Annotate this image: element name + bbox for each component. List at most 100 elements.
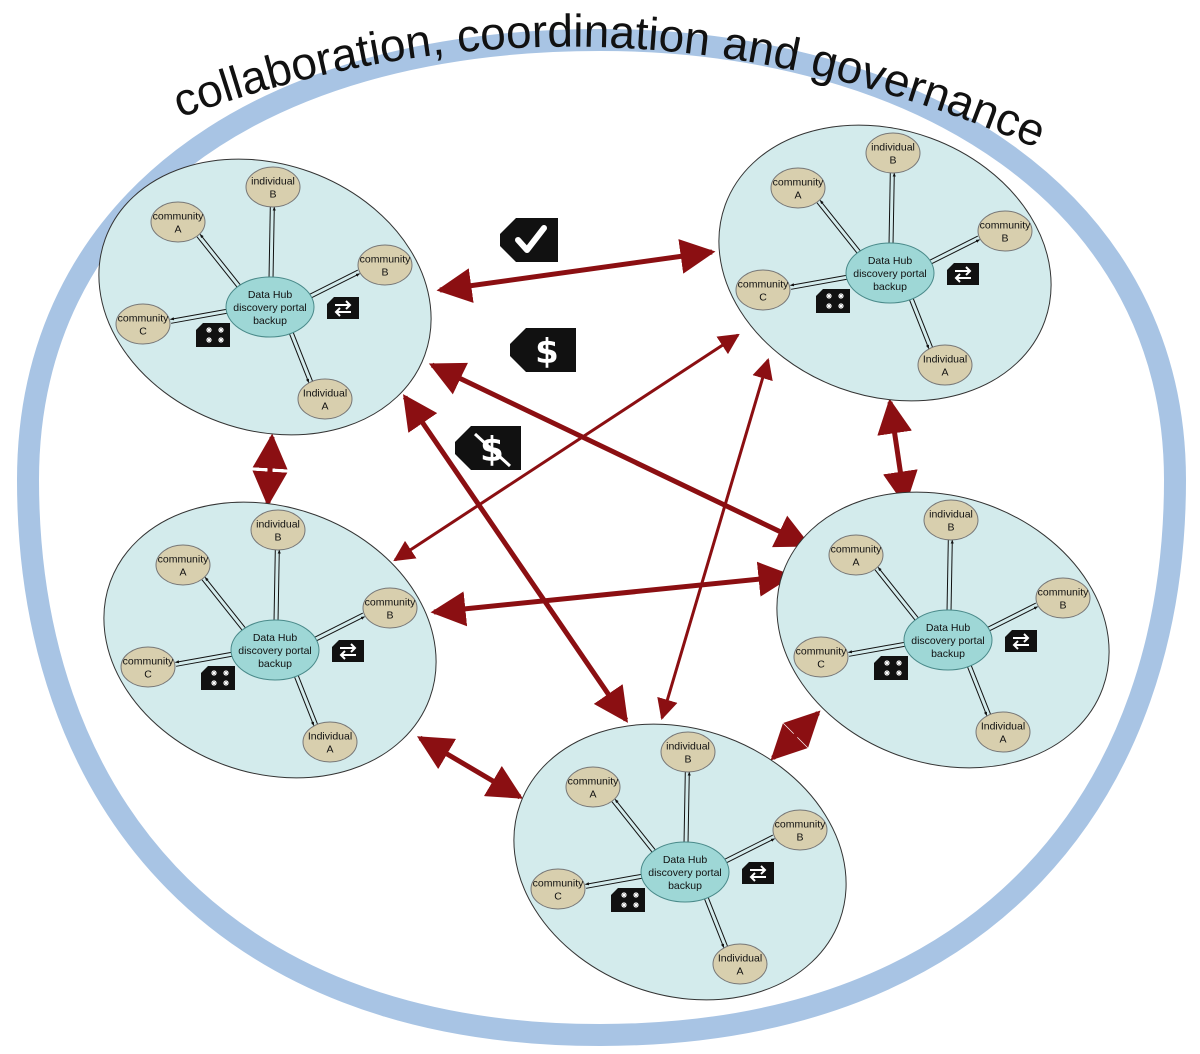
svg-text:$: $ xyxy=(535,332,559,372)
link-top-right-middle-right xyxy=(877,398,918,507)
node-individual-a xyxy=(297,378,353,420)
node-community-b xyxy=(357,244,413,286)
connector-community-c xyxy=(790,273,856,290)
governance-ring xyxy=(16,28,1187,1047)
data-hub xyxy=(845,242,935,304)
exchange-tag-icon xyxy=(1005,630,1037,652)
tags-layer: $$ xyxy=(196,218,1037,912)
connector-community-b xyxy=(302,269,360,302)
connector-community-a xyxy=(201,577,251,637)
node-individual-b xyxy=(250,509,306,551)
data-grid-tag-icon xyxy=(816,289,850,313)
data-grid-tag-icon xyxy=(874,656,908,680)
node-community-c xyxy=(530,868,586,910)
node-community-a xyxy=(150,201,206,243)
link-top-left-top-right xyxy=(436,239,716,303)
connector-individual-a xyxy=(906,290,933,349)
node-community-a xyxy=(770,167,826,209)
data-grid-tag-icon xyxy=(196,323,230,347)
node-individual-a xyxy=(917,344,973,386)
node-community-c xyxy=(793,636,849,678)
exchange-tag-icon xyxy=(742,862,774,884)
connector-individual-a xyxy=(291,667,318,726)
link-top-left-middle-left xyxy=(252,433,288,507)
connector-individual-b xyxy=(887,172,896,252)
connector-community-a xyxy=(816,200,866,260)
link-middle-right-bottom xyxy=(770,710,821,761)
no-dollar-tag-icon: $ xyxy=(455,426,521,470)
data-hub xyxy=(640,841,730,903)
connector-individual-b xyxy=(682,771,691,851)
connector-individual-a xyxy=(701,889,728,948)
connector-individual-b xyxy=(267,206,276,286)
connector-community-b xyxy=(307,612,365,645)
exchange-tag-icon xyxy=(947,263,979,285)
exchange-tag-icon xyxy=(327,297,359,319)
connector-community-b xyxy=(980,602,1038,635)
node-individual-a xyxy=(712,943,768,985)
node-individual-b xyxy=(660,731,716,773)
connector-community-c xyxy=(848,640,914,657)
data-grid-tag-icon xyxy=(201,666,235,690)
connector-individual-a xyxy=(286,324,313,383)
node-community-a xyxy=(828,534,884,576)
node-community-c xyxy=(735,269,791,311)
node-individual-a xyxy=(975,711,1031,753)
data-grid-tag-icon xyxy=(611,888,645,912)
link-top-right-bottom xyxy=(657,357,773,721)
node-community-c xyxy=(115,303,171,345)
node-community-b xyxy=(362,587,418,629)
link-middle-left-middle-right xyxy=(430,561,794,627)
links-layer xyxy=(252,239,918,800)
exchange-tag-icon xyxy=(332,640,364,662)
connector-community-a xyxy=(611,799,661,859)
check-tag-icon xyxy=(500,218,558,262)
connector-community-a xyxy=(196,234,246,294)
link-middle-left-bottom xyxy=(416,735,524,800)
connector-community-b xyxy=(922,235,980,268)
connector-community-c xyxy=(170,307,236,324)
node-community-b xyxy=(772,809,828,851)
node-individual-a xyxy=(302,721,358,763)
node-individual-b xyxy=(923,499,979,541)
node-individual-b xyxy=(865,132,921,174)
connector-individual-b xyxy=(945,539,954,619)
node-community-b xyxy=(977,210,1033,252)
node-community-a xyxy=(565,766,621,808)
